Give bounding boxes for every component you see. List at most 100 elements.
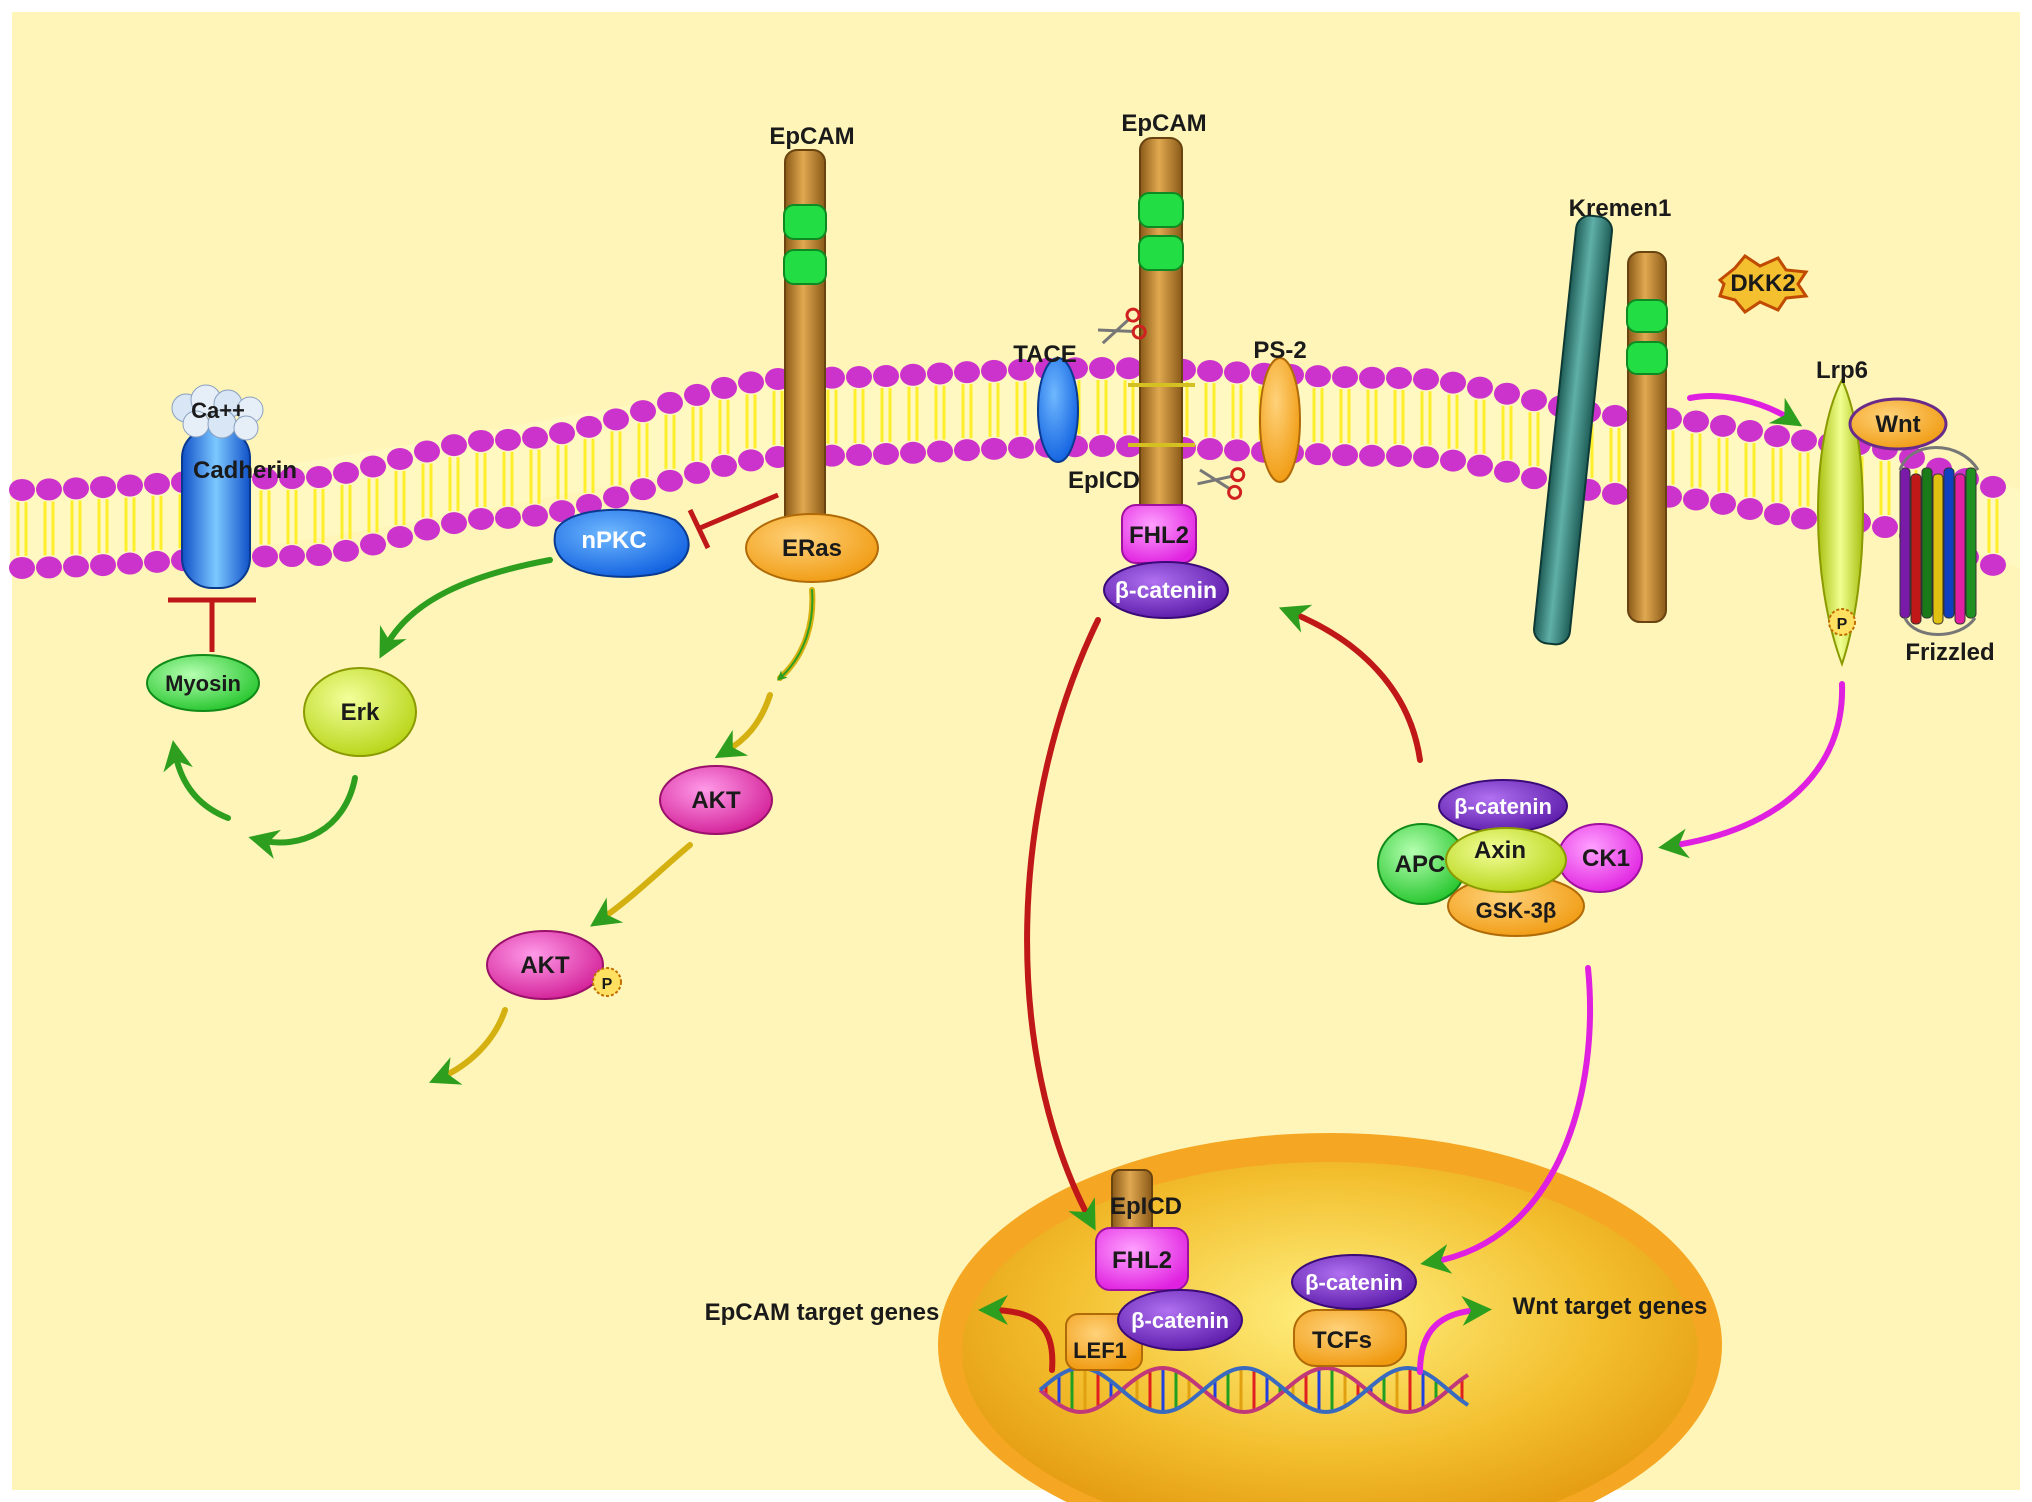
- akt-label: AKT: [691, 787, 741, 814]
- akt-phospho-group: AKT P: [486, 930, 622, 1000]
- lipid-head: [549, 422, 575, 445]
- lipid-head: [1116, 357, 1142, 380]
- tace-label: TACE: [1013, 341, 1077, 368]
- lipid-head: [1440, 371, 1466, 394]
- eras-shape: [745, 513, 879, 583]
- arrow-epicd-nucleus: [1024, 617, 1101, 1231]
- cadherin-shape: [181, 427, 251, 589]
- lipid-head: [90, 554, 116, 577]
- arrow-aktp-downstream: [428, 1007, 508, 1085]
- lipid-head: [603, 408, 629, 431]
- arrow-akt-aktp: [590, 842, 693, 927]
- lipid-head: [144, 550, 170, 573]
- epcam-domain-icon: [783, 204, 827, 240]
- lipid-head: [1602, 482, 1628, 505]
- lipid-head: [90, 476, 116, 499]
- lipid-head: [252, 467, 278, 490]
- myosin-shape: [146, 654, 260, 712]
- lipid-head: [414, 518, 440, 541]
- akt-phospho-p-label: P: [602, 976, 613, 993]
- lipid-head: [468, 429, 494, 452]
- cadherin-label: Cadherin: [193, 457, 297, 484]
- lipid-head: [1764, 425, 1790, 448]
- apc-label: APC: [1395, 851, 1446, 878]
- lipid-head: [441, 434, 467, 457]
- lipid-head: [360, 455, 386, 478]
- lipid-head: [1386, 444, 1412, 467]
- lipid-head: [306, 466, 332, 489]
- frizzled-helix: [1954, 473, 1966, 625]
- lipid-head: [1602, 404, 1628, 427]
- scissors-icon: [1097, 307, 1147, 345]
- phospho-icon: [1828, 608, 1856, 636]
- tace-group: TACE: [1013, 307, 1147, 463]
- lipid-head: [1791, 429, 1817, 452]
- lipid-head: [1089, 435, 1115, 458]
- lipid-head: [1710, 414, 1736, 437]
- lipid-head: [1980, 475, 2006, 498]
- arrow-destruction-nucleus: [1420, 965, 1593, 1274]
- arrow-erk-myosin: [248, 775, 358, 859]
- inhibit-eras-npkc: [687, 492, 779, 550]
- dc-beta-catenin-label: β-catenin: [1454, 794, 1552, 819]
- eras-label: ERas: [782, 535, 842, 562]
- lipid-head: [1008, 436, 1034, 459]
- tcfs-label: TCFs: [1312, 1327, 1372, 1354]
- calcium-cluster-icon: [171, 384, 264, 441]
- epcam-target-genes-label: EpCAM target genes: [705, 1299, 940, 1326]
- lipid-head: [36, 478, 62, 501]
- lipid-head: [1737, 498, 1763, 520]
- lipid-head: [1764, 503, 1790, 526]
- arrow-lrp6-destruction: [1658, 681, 1846, 859]
- lipid-head: [1413, 446, 1439, 469]
- npkc-label: nPKC: [581, 527, 646, 554]
- frizzled-helix: [1932, 473, 1944, 625]
- arrow-eras-akt-tip: [777, 589, 814, 681]
- wnt-label: Wnt: [1875, 411, 1920, 438]
- lipid-head: [927, 362, 953, 385]
- lipid-head: [954, 439, 980, 462]
- phospho-icon: [592, 967, 622, 997]
- lipid-head: [684, 461, 710, 484]
- ck1-label: CK1: [1582, 845, 1630, 872]
- npkc-shape: [553, 508, 690, 578]
- lef1-label: LEF1: [1073, 1338, 1127, 1363]
- wnt-group: Wnt: [1848, 397, 1948, 451]
- epicd-label-membrane: EpICD: [1068, 467, 1140, 494]
- erk-group: Erk: [303, 667, 417, 757]
- myosin-group: Myosin: [146, 654, 260, 712]
- destruction-complex: β-catenin APC CK1 GSK-3β Axin: [1377, 779, 1643, 937]
- lipid-head: [1008, 358, 1034, 381]
- lipid-head: [1440, 449, 1466, 472]
- lipid-head: [1683, 488, 1709, 511]
- dna-strand: [1038, 1365, 1470, 1415]
- akt-phospho-label: AKT: [520, 952, 570, 979]
- npkc-group: nPKC: [553, 508, 690, 578]
- lipid-head: [630, 400, 656, 423]
- frizzled-helix: [1910, 473, 1922, 625]
- arrow-erk-myosin-2: [163, 740, 231, 821]
- lipid-head: [1494, 460, 1520, 483]
- lipid-head: [657, 391, 683, 414]
- lipid-head: [1332, 444, 1358, 467]
- epcam-receptor-left: EpCAM: [769, 123, 855, 581]
- epcam-label-center: EpCAM: [1121, 110, 1206, 137]
- lrp6-shape: [1817, 377, 1864, 667]
- arrow-destruction-fhl2: [1278, 604, 1423, 763]
- lipid-head: [684, 383, 710, 406]
- ps2-label: PS-2: [1253, 337, 1306, 364]
- frizzled-group: Frizzled: [1898, 446, 1995, 666]
- lipid-head: [1467, 376, 1493, 399]
- lipid-head: [873, 443, 899, 466]
- lipid-head: [414, 440, 440, 463]
- lipid-head: [144, 472, 170, 495]
- lrp6-label: Lrp6: [1816, 357, 1868, 384]
- lipid-head: [738, 371, 764, 394]
- lipid-head: [36, 556, 62, 579]
- akt-phospho-shape: [486, 930, 604, 1000]
- lipid-head: [1521, 389, 1547, 412]
- erk-label: Erk: [341, 699, 380, 726]
- lipid-head: [117, 552, 143, 575]
- dna-helix-icon: [1038, 1365, 1470, 1415]
